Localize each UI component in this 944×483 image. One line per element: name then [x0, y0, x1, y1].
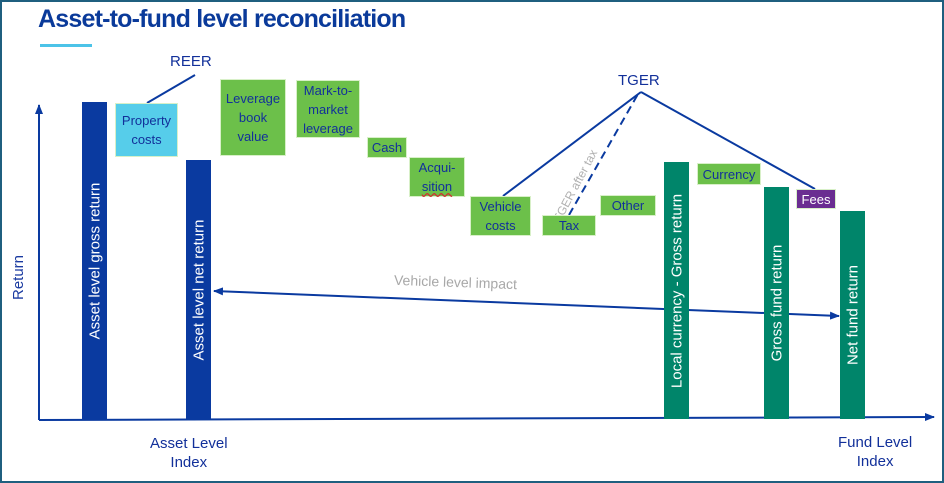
bar-asset-gross-return-label: Asset level gross return [86, 182, 103, 339]
bar-local-currency-gross-return: Local currency - Gross return [664, 162, 689, 419]
x-axis-left-label: Asset Level Index [150, 434, 228, 472]
bar-net-fund-return-label: Net fund return [844, 264, 861, 366]
box-leverage-book-line3: value [237, 129, 269, 144]
x-axis [38, 413, 935, 422]
x-axis-right-label-line2: Index [856, 453, 894, 470]
bar-gross-fund-return: Gross fund return [764, 187, 789, 419]
box-other: Other [600, 195, 656, 216]
box-mark-to-market-leverage: Mark-to-market leverage [296, 80, 360, 138]
tger-line-vehicle [502, 91, 642, 197]
box-mtm-line3: leverage [303, 120, 353, 136]
bar-asset-net-return-label: Asset level net return [190, 219, 207, 360]
page-title: Asset-to-fund level reconciliation [38, 5, 406, 33]
box-vehicle-costs-line2: costs [485, 218, 516, 233]
box-mtm-line1: Mark-to- [303, 82, 353, 98]
box-currency: Currency [697, 163, 761, 185]
x-axis-right-label-line1: Fund Level [838, 434, 913, 451]
box-property-costs-line2: costs [131, 132, 162, 147]
box-property-costs-line1: Property [121, 113, 172, 128]
box-vehicle-costs: Vehicle costs [470, 196, 531, 236]
box-other-label: Other [611, 198, 645, 213]
box-cash-label: Cash [371, 140, 403, 155]
box-fees-label: Fees [801, 191, 831, 207]
bar-local-currency-gross-return-label: Local currency - Gross return [668, 193, 685, 388]
tger-label: TGER [618, 72, 660, 89]
bar-gross-fund-return-label: Gross fund return [768, 244, 785, 362]
box-acquisition-line2: sition [421, 179, 453, 194]
bar-asset-gross-return: Asset level gross return [82, 102, 107, 419]
box-mtm-line2: market [308, 101, 348, 117]
box-leverage-book-line1: Leverage [225, 91, 281, 106]
x-axis-left-label-line1: Asset Level [150, 435, 228, 452]
y-axis-label: Return [10, 254, 27, 300]
box-tax-label: Tax [558, 218, 580, 233]
box-property-costs: Property costs [115, 103, 178, 157]
box-fees: Fees [796, 189, 836, 209]
vehicle-level-impact-arrow [213, 287, 840, 320]
box-leverage-book-line2: book [238, 110, 268, 125]
box-tax: Tax [542, 215, 596, 236]
box-leverage-book-value: Leverage book value [220, 79, 286, 156]
reer-label: REER [170, 53, 212, 70]
x-axis-left-label-line2: Index [170, 454, 208, 471]
box-acquisition-line1: Acqui- [418, 160, 456, 175]
tger-line-fees [640, 91, 816, 190]
bar-net-fund-return: Net fund return [840, 211, 865, 419]
box-currency-label: Currency [702, 166, 756, 182]
tger-after-tax-dashed [568, 93, 639, 216]
box-cash: Cash [367, 137, 407, 158]
title-underline [40, 44, 92, 47]
reer-connector [146, 74, 196, 104]
bar-asset-net-return: Asset level net return [186, 160, 211, 419]
x-axis-right-label: Fund Level Index [838, 433, 912, 471]
box-vehicle-costs-line1: Vehicle [479, 199, 522, 214]
box-acquisition: Acqui-sition [409, 157, 465, 197]
